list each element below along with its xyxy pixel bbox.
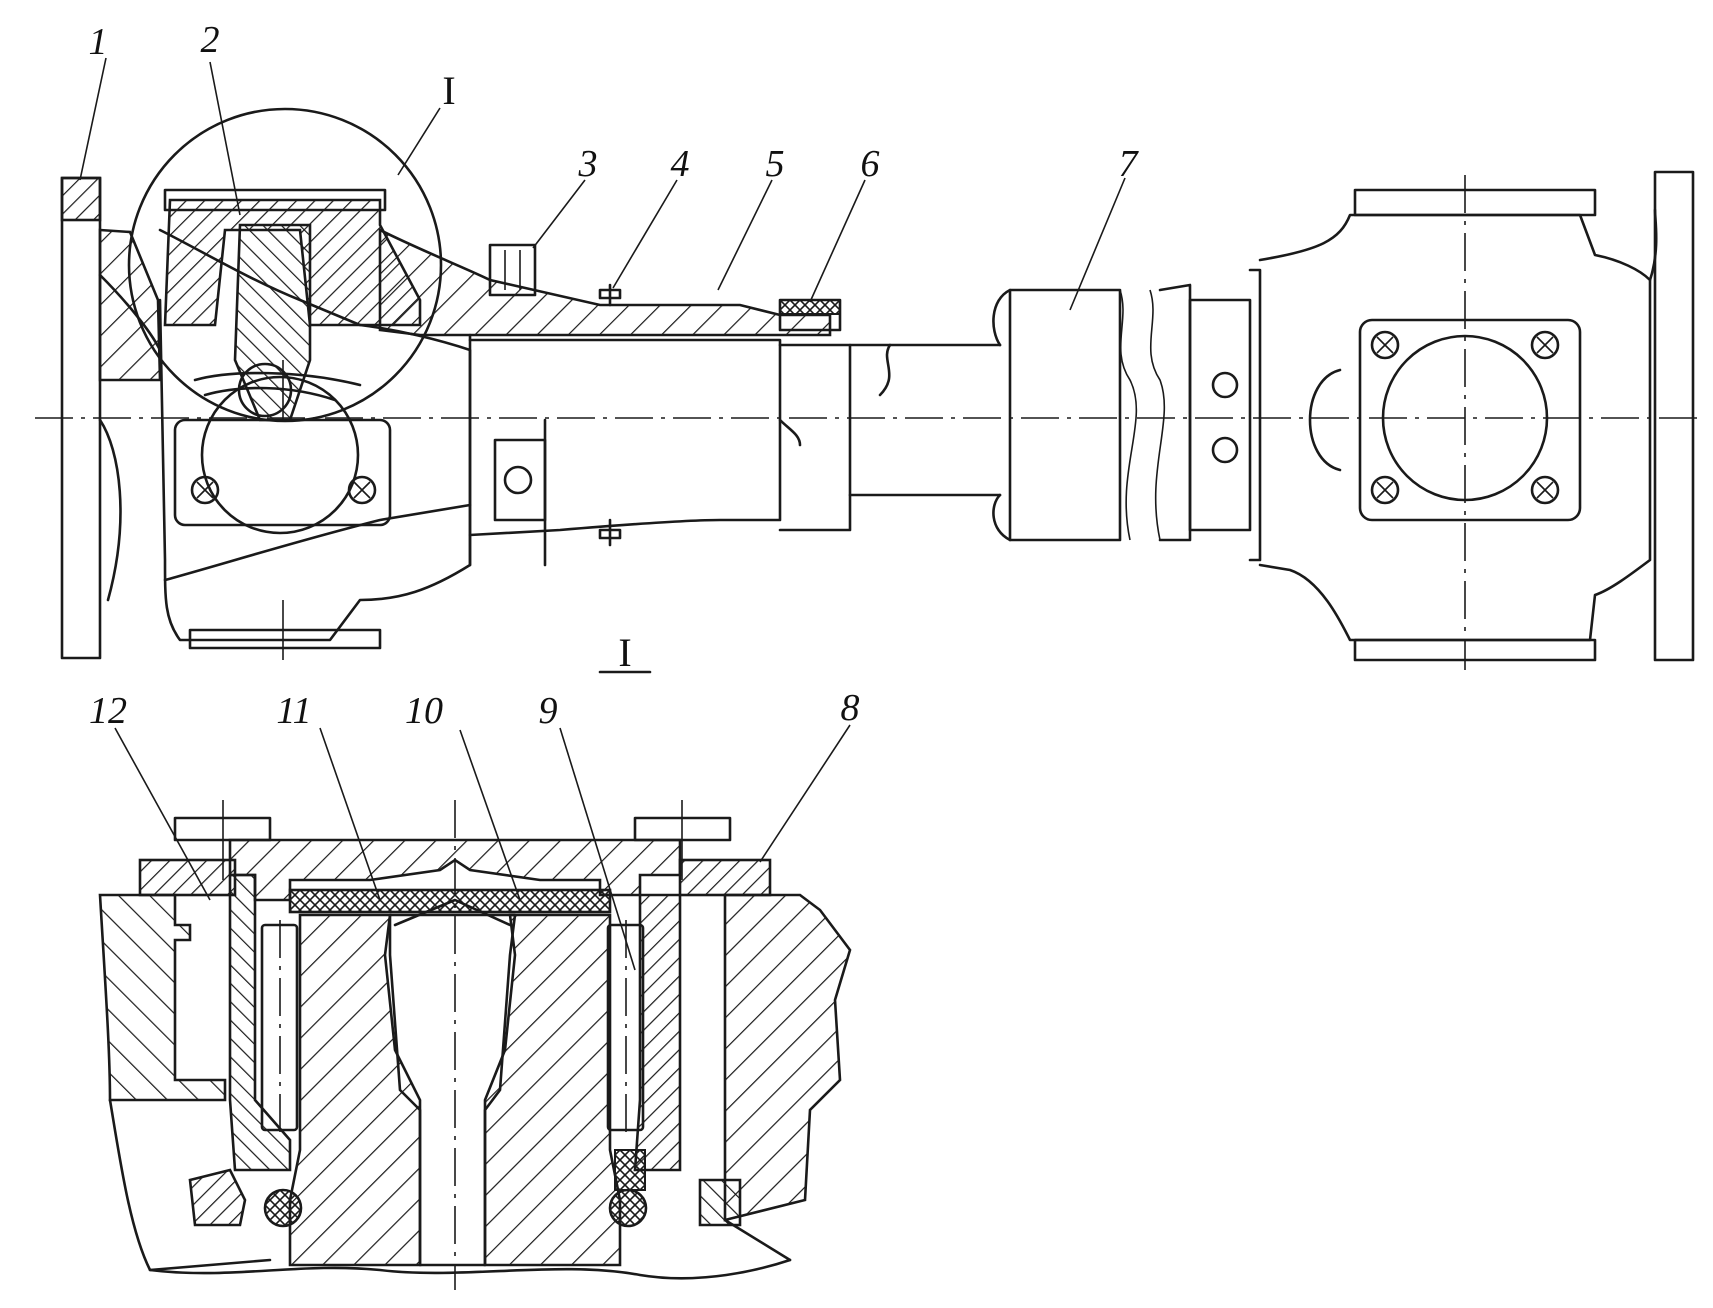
callout-2: 2	[201, 19, 220, 61]
callout-6: 6	[861, 143, 880, 185]
detail-section-I	[98, 800, 852, 1290]
callout-12: 12	[89, 690, 127, 732]
callout-9: 9	[539, 690, 558, 732]
detail-marker: I	[442, 68, 455, 113]
callout-8: 8	[841, 687, 860, 729]
tube-shaft	[848, 288, 1138, 542]
cardan-shaft-assembly	[35, 107, 1700, 670]
callout-3: 3	[578, 143, 598, 185]
spline-sleeve	[378, 227, 852, 567]
leader-lines	[79, 57, 1126, 971]
callout-11: 11	[276, 690, 311, 732]
callout-1: 1	[89, 21, 108, 63]
right-yoke	[1149, 170, 1695, 670]
section-caption: I	[618, 630, 631, 675]
callout-4: 4	[671, 143, 690, 185]
callout-5: 5	[766, 143, 785, 185]
callout-7: 7	[1119, 143, 1140, 185]
callout-labels: 1 2 3 4 5 6 7 8 9 10 11 12 I I	[89, 19, 1140, 732]
callout-10: 10	[405, 690, 443, 732]
